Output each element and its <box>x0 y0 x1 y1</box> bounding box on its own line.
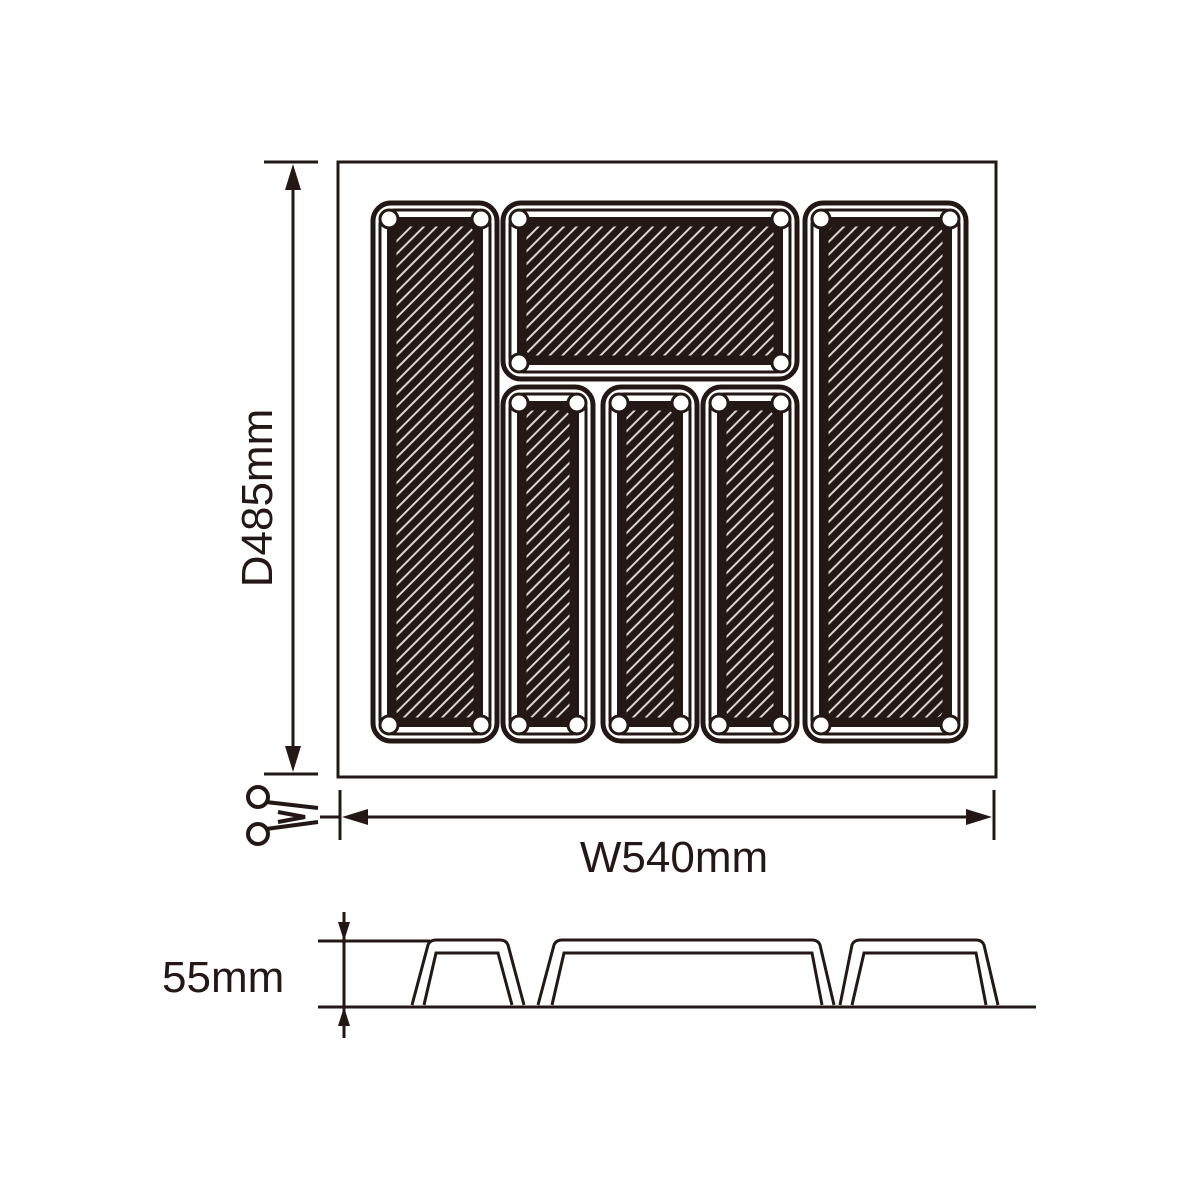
compartment-rim-inner <box>810 208 961 736</box>
compartment <box>500 200 800 382</box>
height-label: 55mm <box>162 953 284 1002</box>
compartment <box>500 384 596 744</box>
corner-detail <box>708 714 730 736</box>
corner-detail <box>770 392 792 414</box>
corner-detail <box>670 392 692 414</box>
corner-detail <box>770 714 792 736</box>
corner-detail <box>708 392 730 414</box>
depth-label: D485mm <box>233 409 282 588</box>
compartment-rim-inner <box>608 392 692 736</box>
corner-detail <box>566 392 588 414</box>
compartment <box>370 200 500 744</box>
tray-outline <box>336 160 998 779</box>
compartment-rim-inner <box>708 392 792 736</box>
side-view <box>318 912 1036 1038</box>
corner-detail <box>608 392 630 414</box>
compartments <box>370 200 969 744</box>
corner-detail <box>378 714 400 736</box>
scissors-icon <box>246 785 319 846</box>
compartment-floor <box>623 407 677 721</box>
corner-detail <box>770 352 792 374</box>
corner-detail <box>508 208 530 230</box>
corner-detail <box>810 714 832 736</box>
corner-detail <box>508 392 530 414</box>
corner-detail <box>810 208 832 230</box>
width-dimension <box>320 790 996 840</box>
compartment <box>700 384 800 744</box>
compartment-floor <box>723 407 777 721</box>
corner-detail <box>508 714 530 736</box>
compartment-floor <box>523 223 777 359</box>
corner-detail <box>670 714 692 736</box>
compartment-rim-inner <box>378 208 492 736</box>
compartment <box>600 384 700 744</box>
corner-detail <box>770 208 792 230</box>
corner-detail <box>608 714 630 736</box>
corner-detail <box>939 714 961 736</box>
corner-detail <box>378 208 400 230</box>
corner-detail <box>470 714 492 736</box>
corner-detail <box>508 352 530 374</box>
compartment-rim-inner <box>508 392 588 736</box>
depth-dimension <box>264 160 318 776</box>
compartment <box>802 200 969 744</box>
corner-detail <box>566 714 588 736</box>
compartment-floor <box>825 223 946 721</box>
width-label: W540mm <box>580 833 768 882</box>
compartment-floor <box>393 223 477 721</box>
compartment-floor <box>523 407 573 721</box>
corner-detail <box>470 208 492 230</box>
compartment-rim-inner <box>508 208 792 374</box>
corner-detail <box>939 208 961 230</box>
